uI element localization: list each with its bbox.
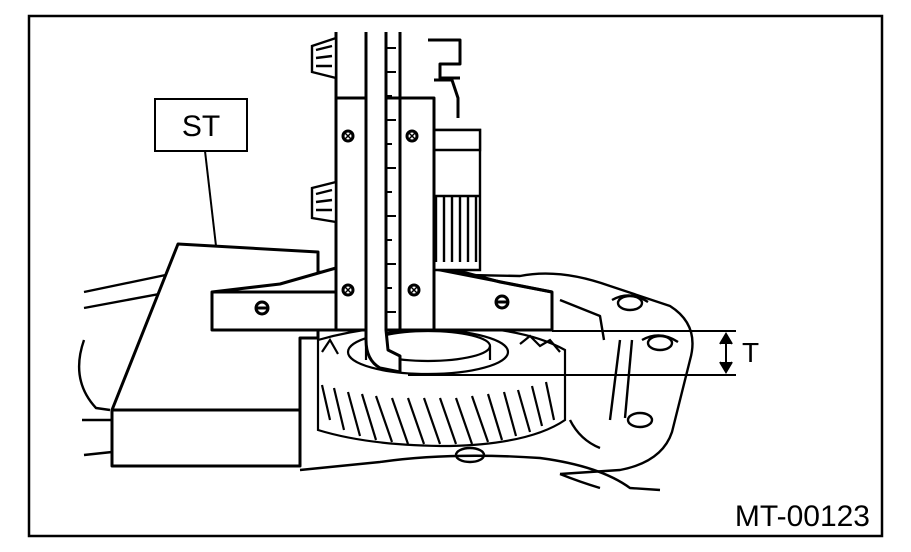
dimension-label: T [742,337,759,368]
figure-id: MT-00123 [735,500,870,533]
tool-label-box [154,98,248,152]
bolt-hole-3 [626,411,654,429]
tool-label: ST [182,110,220,143]
tool-label-leader [204,150,217,247]
dimension-t [408,330,736,376]
clamp-knobs [310,36,338,224]
scale-ticks [386,47,396,313]
bolt-hole-4 [454,446,486,464]
main-shaft [430,128,482,272]
helical-gear [316,324,567,448]
